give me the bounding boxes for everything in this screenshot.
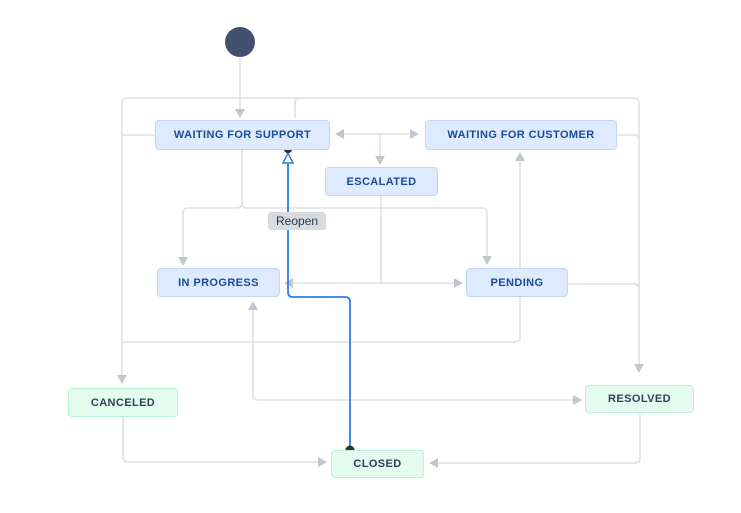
transition-support-to-pending[interactable] xyxy=(241,202,488,258)
transition-channel-top[interactable] xyxy=(121,97,640,375)
arrowhead-into-support-top xyxy=(235,109,245,118)
arrowhead-into-inprogress-top xyxy=(178,257,188,266)
state-waiting-for-customer[interactable]: WAITING FOR CUSTOMER xyxy=(425,120,617,150)
transition-pending-right-connector[interactable] xyxy=(568,283,640,290)
reopen-transition-label[interactable]: Reopen xyxy=(268,212,327,230)
state-resolved[interactable]: RESOLVED xyxy=(585,385,694,413)
arrowhead-into-escalated-top xyxy=(375,156,385,165)
state-pending[interactable]: PENDING xyxy=(466,268,568,297)
state-canceled[interactable]: CANCELED xyxy=(68,388,178,417)
arrowhead-into-closed-left xyxy=(318,457,327,467)
arrowhead-into-customer-left xyxy=(410,129,419,139)
transition-stub-top-into-support[interactable] xyxy=(294,97,301,118)
arrowhead-into-resolved-left xyxy=(573,395,582,405)
arrowhead-reopen-open-triangle xyxy=(281,151,295,164)
state-closed[interactable]: CLOSED xyxy=(331,450,424,478)
arrowhead-into-pending-left xyxy=(454,278,463,288)
arrowhead-into-pending-top xyxy=(482,256,492,265)
transition-support-to-in-progress[interactable] xyxy=(182,150,243,259)
transition-canceled-to-closed[interactable] xyxy=(122,417,320,463)
arrowhead-into-closed-right xyxy=(429,458,438,468)
arrowhead-into-inprogress-bottom xyxy=(248,301,258,310)
state-in-progress[interactable]: IN PROGRESS xyxy=(157,268,280,297)
initial-node[interactable] xyxy=(225,27,255,57)
arrowhead-into-customer-bottom xyxy=(515,152,525,161)
transition-reopen-path[interactable] xyxy=(287,163,351,447)
state-escalated[interactable]: ESCALATED xyxy=(325,167,438,196)
transition-resolved-to-closed[interactable] xyxy=(436,413,641,464)
transition-channel-middle-to-customer[interactable] xyxy=(122,160,521,343)
arrowhead-into-support-right xyxy=(335,129,344,139)
arrowhead-into-canceled-top xyxy=(117,375,127,384)
arrowhead-into-resolved-top xyxy=(634,364,644,373)
transition-inprogress-resolved-channel[interactable] xyxy=(252,308,575,401)
transition-customer-right-connector[interactable] xyxy=(617,134,640,141)
state-waiting-for-support[interactable]: WAITING FOR SUPPORT xyxy=(155,120,330,150)
